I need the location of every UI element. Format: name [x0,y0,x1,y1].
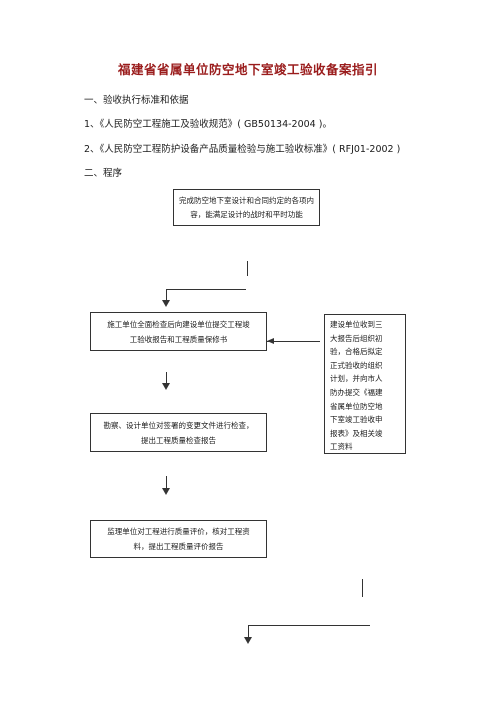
flow-side-owner-acceptance: 建设单位收到三 大报告后组织初 验，合格后拟定 正式验收的组织 计划，并向市人 … [324,314,406,454]
flow-step-line: 施工单位全面检查后向建设单位提交工程竣 [107,320,250,329]
flow-step-line: 勘察、设计单位对签署的变更文件进行检查， [103,421,254,430]
connector-line [166,289,167,302]
side-line: 下室竣工验收申 [330,415,383,425]
flow-step-line: 料，提出工程质量评价报告 [133,542,224,551]
connector-line [267,341,320,342]
side-line: 验，合格后拟定 [330,347,383,357]
flow-step-construction-report: 施工单位全面检查后向建设单位提交工程竣 工验收报告和工程质量保修书 [90,312,267,351]
connector-line [362,579,363,597]
side-line: 建设单位收到三 [330,320,383,329]
connector-line [248,625,370,626]
side-line: 工资料 [330,442,353,452]
arrow-down-icon [162,488,170,495]
connector-line [248,625,249,638]
reference-item-1: 1、《人民防空工程施工及验收规范》( GB50134-2004 )。 [84,119,332,130]
document-title: 福建省省属单位防空地下室竣工验收备案指引 [117,62,378,77]
flow-step-supervision-evaluation: 监理单位对工程进行质量评价，核对工程资 料，提出工程质量评价报告 [90,520,267,558]
side-line: 大报告后组织初 [330,333,383,343]
arrow-left-icon [267,338,274,344]
arrow-down-icon [162,300,170,307]
reference-item-2: 2、《人民防空工程防护设备产品质量检验与施工验收标准》( RFJ01-2002 … [84,144,401,155]
connector-line [166,289,246,290]
flow-step-design-complete: 完成防空地下室设计和合同约定的各项内 容，能满足设计的战时和平时功能 [173,189,320,226]
side-line: 正式验收的组织 [330,360,383,370]
connector-line [166,476,167,489]
flow-step-line: 容，能满足设计的战时和平时功能 [190,210,303,219]
flow-step-line: 提出工程质量检查报告 [141,436,216,445]
side-line: 防办提交《福建 [330,387,383,397]
connector-line [166,372,167,384]
side-line: 报表》及相关竣 [330,428,383,438]
arrow-down-icon [162,383,170,390]
side-line: 计划，并向市人 [330,374,383,384]
flow-step-line: 监理单位对工程进行质量评价，核对工程资 [107,527,250,536]
arrow-down-icon [244,637,252,644]
flow-step-survey-design-check: 勘察、设计单位对签署的变更文件进行检查， 提出工程质量检查报告 [90,413,267,452]
flow-step-line: 完成防空地下室设计和合同约定的各项内 [179,196,314,205]
section-heading-standards: 一、验收执行标准和依据 [84,95,189,106]
section-heading-procedure: 二、程序 [84,168,123,179]
connector-line [247,261,248,276]
side-line: 省属单位防空地 [330,401,383,411]
flow-step-line: 工验收报告和工程质量保修书 [129,335,228,344]
